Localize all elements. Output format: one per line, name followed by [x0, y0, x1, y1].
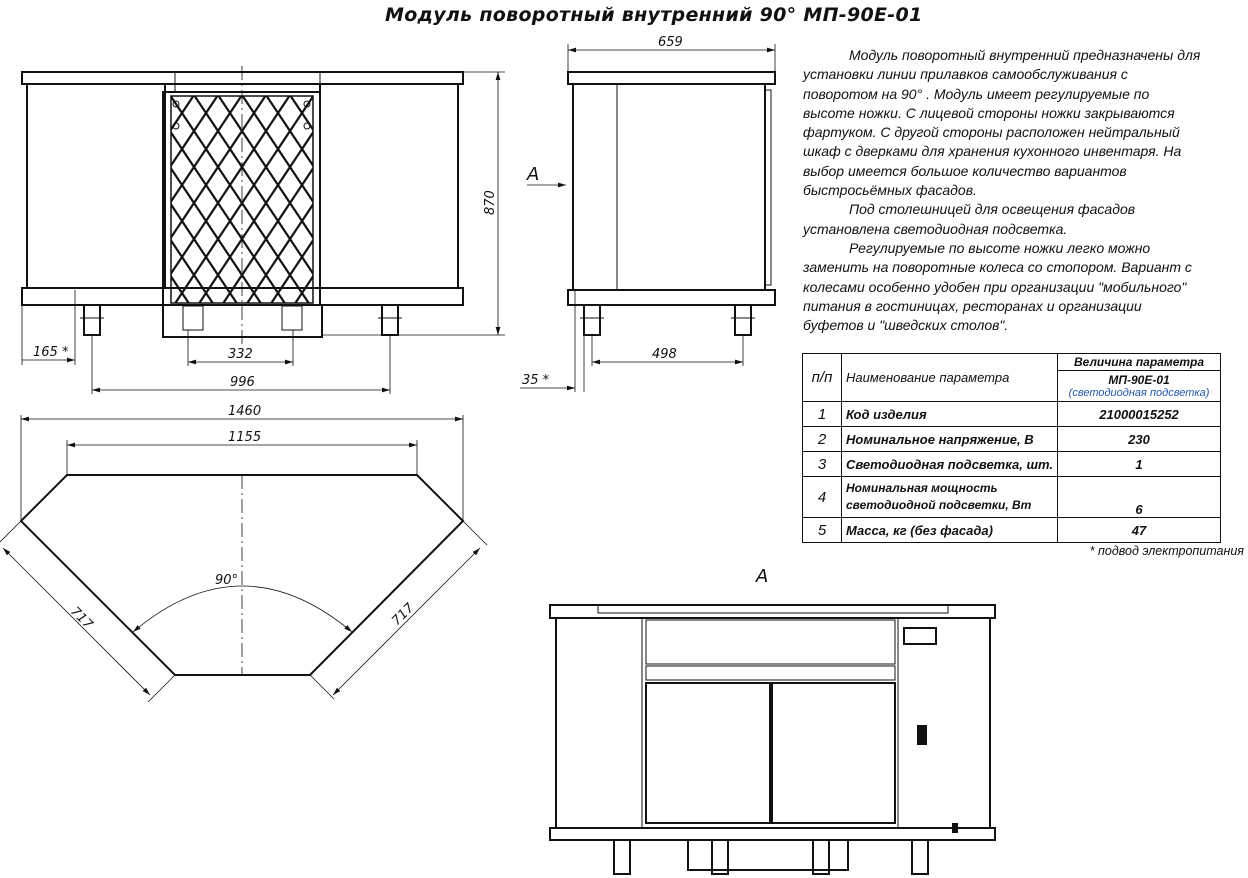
desc-line: фартуком. С другой стороны расположен не… — [803, 124, 1180, 141]
row-name: Код изделия — [840, 401, 1059, 427]
header-num: п/п — [802, 353, 842, 402]
dim-plan-outer: 1460 — [228, 404, 261, 419]
row-num: 5 — [802, 517, 842, 543]
desc-line: высоте ножки. С лицевой стороны ножки за… — [803, 104, 1175, 121]
product-description: Модуль поворотный внутренний предназначе… — [803, 46, 1243, 335]
dim-front-height: 870 — [483, 190, 498, 215]
spec-table: п/п Наименование параметра Величина пара… — [802, 353, 1222, 543]
spec-section: п/п Наименование параметра Величина пара… — [802, 353, 1244, 559]
drawing-title: Модуль поворотный внутренний 90° МП-90Е-… — [385, 4, 923, 26]
dim-plan-angle: 90° — [215, 573, 238, 588]
desc-line: установлена светодиодная подсветка. — [803, 220, 1068, 237]
row-name: Масса, кг (без фасада) — [840, 517, 1059, 543]
desc-line: питания в гостиницах, ресторанах и орган… — [803, 297, 1142, 314]
view-arrow-label: A — [526, 164, 539, 185]
row-name: Номинальная мощность светодиодной подсве… — [840, 476, 1059, 518]
row-value: 230 — [1057, 426, 1222, 452]
table-header-row: МП-90Е-01(светодиодная подсветка) — [803, 370, 1222, 402]
view-a-title: A — [755, 566, 768, 587]
dim-plan-side-left: 717 — [67, 604, 96, 633]
header-model: МП-90Е-01(светодиодная подсветка) — [1057, 370, 1222, 402]
desc-line: шкаф с дверками для хранения кухонного и… — [803, 143, 1182, 160]
row-value: 47 — [1057, 517, 1222, 543]
table-header-row: п/п Наименование параметра Величина пара… — [802, 353, 1222, 402]
dim-front-width: 996 — [230, 375, 255, 390]
plan-view: 1460 1155 717 717 90° — [0, 404, 488, 703]
desc-line: Регулируемые по высоте ножки легко можно — [849, 239, 1151, 256]
footnote: * подвод электропитания — [1089, 544, 1244, 558]
dim-side-feet: 498 — [652, 347, 677, 362]
header-name: Наименование параметра — [840, 353, 1059, 402]
desc-line: установки линии прилавков самообслуживан… — [803, 66, 1128, 83]
row-value: 6 — [1057, 476, 1222, 518]
dim-plan-inner: 1155 — [228, 430, 261, 445]
row-num: 4 — [802, 476, 842, 518]
view-a: A — [549, 566, 996, 875]
desc-line: Под столешницей для освещения фасадов — [849, 201, 1136, 218]
desc-line: поворотом на 90° . Модуль имеет регулиру… — [803, 85, 1150, 102]
header-value-title: Величина параметра — [1057, 353, 1222, 371]
row-num: 2 — [802, 426, 842, 452]
desc-line: быстросьёмных фасадов. — [803, 182, 977, 199]
row-num: 3 — [802, 451, 842, 477]
dim-side-offset: 35 * — [522, 373, 550, 388]
row-value: 21000015252 — [1057, 401, 1222, 427]
row-name: Номинальное напряжение, В — [840, 426, 1059, 452]
side-view: 659 A 35 * 498 — [520, 35, 776, 392]
row-num: 1 — [802, 401, 842, 427]
dim-side-depth: 659 — [658, 35, 683, 50]
desc-line: выбор имеется большое количество вариант… — [803, 162, 1127, 179]
desc-line: буфетов и "шведских столов". — [803, 317, 1009, 334]
desc-line: заменить на поворотные колеса со стопоро… — [803, 259, 1192, 276]
dim-front-left-offset: 165 * — [33, 345, 69, 360]
front-view: 870 165 * 332 996 — [21, 66, 505, 394]
row-value: 1 — [1057, 451, 1222, 477]
model-name: МП-90Е-01 — [1108, 372, 1170, 387]
desc-line: колесами особенно удобен при организации… — [803, 278, 1187, 295]
desc-line: Модуль поворотный внутренний предназначе… — [849, 47, 1201, 63]
dim-plan-side-right: 717 — [389, 600, 418, 629]
dim-front-center: 332 — [228, 347, 253, 362]
model-note: (светодиодная подсветка) — [1068, 386, 1210, 399]
row-name: Светодиодная подсветка, шт. — [840, 451, 1059, 477]
